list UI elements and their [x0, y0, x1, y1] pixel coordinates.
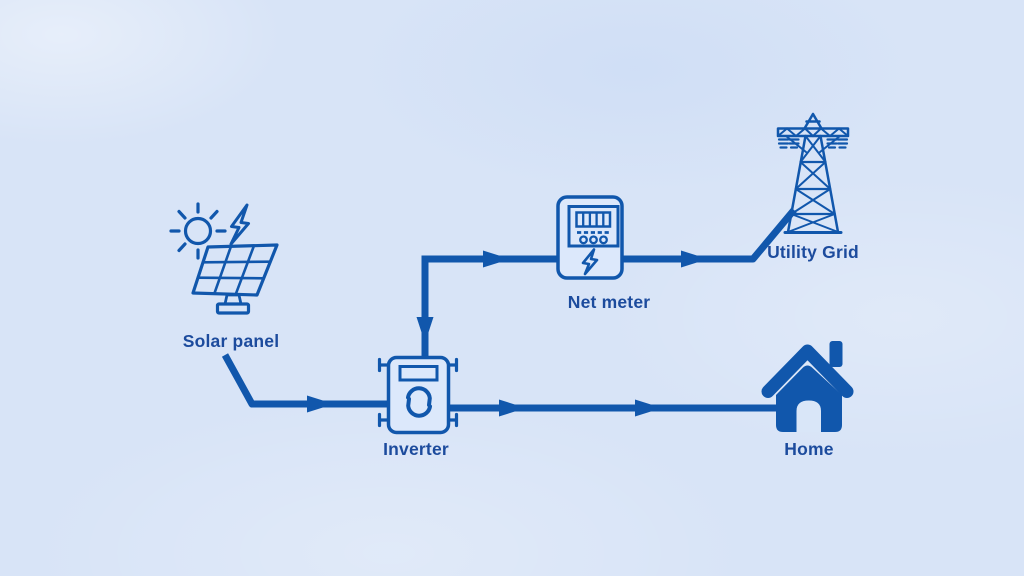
- arrowhead-down: [416, 317, 434, 343]
- tower-body: [783, 134, 843, 234]
- arrowhead-right: [635, 399, 662, 417]
- solar-panel-label: Solar panel: [182, 331, 280, 351]
- tower-insulators: [777, 138, 849, 149]
- solar-panel-icon: [169, 202, 279, 315]
- arrowhead-right: [681, 250, 708, 268]
- lightning-bolt-icon: [581, 248, 599, 276]
- arrowhead-right: [307, 395, 334, 413]
- arrowhead-right: [483, 250, 510, 268]
- inverter-icon: [377, 355, 459, 435]
- edge-inverter-to-net-meter: [416, 250, 558, 362]
- door: [796, 400, 821, 432]
- sun-icon: [169, 202, 227, 260]
- utility-grid-label: Utility Grid: [767, 242, 859, 262]
- edge-net-meter-to-utility-grid: [620, 207, 797, 268]
- net-meter-icon: [556, 195, 624, 280]
- edge-inverter-to-home: [450, 399, 795, 417]
- arrowhead-right: [499, 399, 526, 417]
- house-body: [776, 365, 842, 432]
- cycle-arrows-icon: [406, 386, 432, 418]
- net-meter-label: Net meter: [567, 292, 651, 312]
- tower-peak: [803, 112, 823, 130]
- lightning-bolt-icon: [229, 203, 250, 246]
- home-label: Home: [784, 439, 834, 459]
- meter-screen: [567, 205, 620, 248]
- meter-digits: [575, 211, 612, 245]
- utility-grid-icon: [776, 112, 850, 234]
- edge-solar-to-inverter: [221, 353, 392, 413]
- roof: [761, 344, 854, 398]
- panel-stand: [215, 293, 251, 315]
- inverter-label: Inverter: [383, 439, 449, 459]
- chimney: [829, 341, 843, 367]
- home-icon: [761, 341, 854, 432]
- inverter-display: [398, 365, 439, 382]
- panel-grid: [191, 243, 279, 297]
